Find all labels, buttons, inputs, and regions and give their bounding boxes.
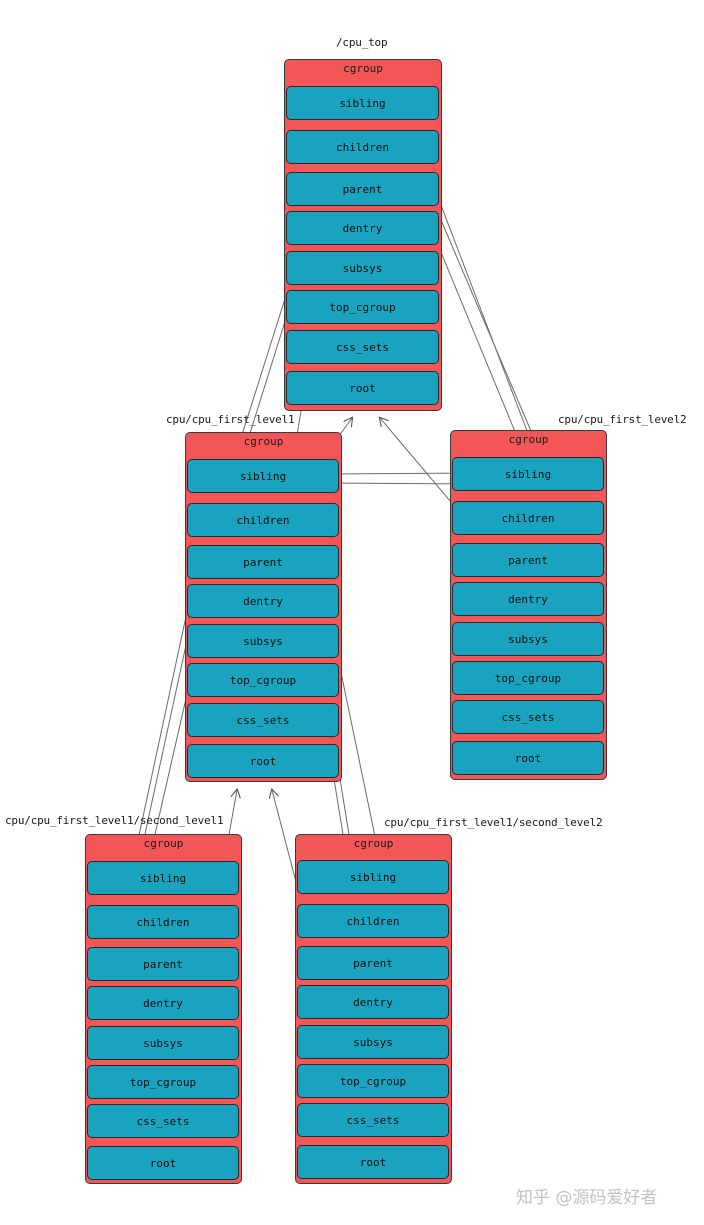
field-subsys: subsys [87, 1026, 239, 1060]
field-top-cgroup: top_cgroup [187, 663, 339, 697]
field-sibling: sibling [87, 861, 239, 895]
field-top-cgroup: top_cgroup [286, 290, 439, 324]
field-root: root [297, 1145, 449, 1179]
field-top-cgroup: top_cgroup [452, 661, 604, 695]
field-children: children [87, 905, 239, 939]
field-css-sets: css_sets [87, 1104, 239, 1138]
field-parent: parent [286, 172, 439, 206]
field-css-sets: css_sets [297, 1103, 449, 1137]
field-children: children [187, 503, 339, 537]
cgroup-title: cgroup [143, 837, 184, 850]
field-css-sets: css_sets [452, 700, 604, 734]
watermark-text: 知乎 @源码爱好者 [516, 1188, 658, 1208]
field-dentry: dentry [297, 985, 449, 1019]
field-sibling: sibling [286, 86, 439, 120]
cgroup-title: cgroup [343, 62, 383, 75]
field-root: root [452, 741, 604, 775]
field-parent: parent [87, 947, 239, 981]
field-css-sets: css_sets [286, 330, 439, 364]
field-top-cgroup: top_cgroup [297, 1064, 449, 1098]
field-subsys: subsys [297, 1025, 449, 1059]
node-label-first-level2: cpu/cpu_first_level2 [558, 413, 687, 426]
field-parent: parent [187, 545, 339, 579]
cgroup-title: cgroup [243, 435, 284, 448]
cgroup-title: cgroup [353, 837, 394, 850]
field-subsys: subsys [187, 624, 339, 658]
field-dentry: dentry [187, 584, 339, 618]
field-sibling: sibling [297, 860, 449, 894]
node-label-second-level2: cpu/cpu_first_level1/second_level2 [384, 816, 603, 829]
field-dentry: dentry [87, 986, 239, 1020]
field-children: children [452, 501, 604, 535]
cgroup-title: cgroup [508, 433, 549, 446]
field-top-cgroup: top_cgroup [87, 1065, 239, 1099]
field-css-sets: css_sets [187, 703, 339, 737]
field-subsys: subsys [286, 251, 439, 285]
node-label-second-level1: cpu/cpu_first_level1/second_level1 [5, 814, 224, 827]
node-label-cpu-top: /cpu_top [336, 36, 388, 49]
field-subsys: subsys [452, 622, 604, 656]
field-dentry: dentry [286, 211, 439, 245]
field-dentry: dentry [452, 582, 604, 616]
field-sibling: sibling [452, 457, 604, 491]
field-parent: parent [297, 946, 449, 980]
field-root: root [87, 1146, 239, 1180]
field-children: children [297, 904, 449, 938]
field-parent: parent [452, 543, 604, 577]
field-sibling: sibling [187, 459, 339, 493]
field-children: children [286, 130, 439, 164]
field-root: root [187, 744, 339, 778]
node-label-first-level1: cpu/cpu_first_level1 [166, 413, 295, 426]
field-root: root [286, 371, 439, 405]
